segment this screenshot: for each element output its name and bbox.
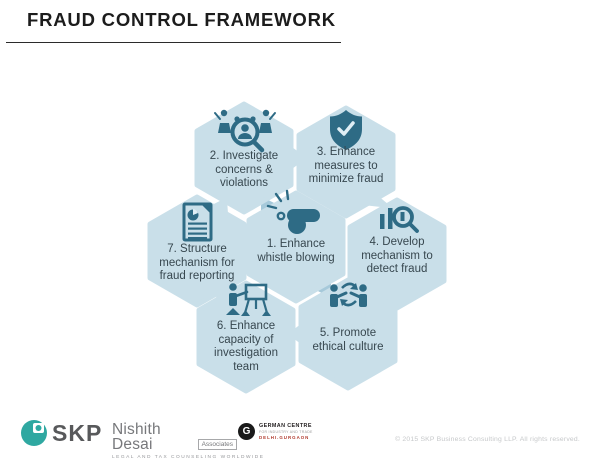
hexagon-7 [147, 194, 247, 308]
skp-logo: SKP [20, 419, 102, 447]
label-line: ethical culture [312, 340, 384, 353]
skp-logo-text: SKP [52, 419, 103, 446]
label-line: capacity of [218, 333, 274, 346]
label-line: mechanism for [159, 256, 235, 269]
nishith-desai-associates: Associates [197, 439, 237, 450]
people-exchange-icon [330, 282, 367, 307]
people-investigation-icon [214, 109, 276, 153]
report-document-icon [182, 202, 213, 242]
german-centre-city: DELHI.GURGAON [259, 435, 310, 440]
label-line: measures to [314, 159, 378, 172]
label-line: 1. Enhance [266, 238, 326, 250]
label-line: fraud reporting [159, 270, 235, 282]
german-centre-name: GERMAN CENTRE [259, 423, 312, 429]
hexagon-1 [246, 190, 346, 304]
label-line: team [233, 360, 259, 373]
hexagon-5-label: 5. Promote ethical culture [293, 327, 403, 354]
hexagon-1-label: 1. Enhance whistle blowing [241, 238, 351, 265]
label-line: 3. Enhance [316, 146, 376, 158]
hexagon-6 [196, 280, 296, 394]
nishith-desai-tagline: LEGAL AND TAX COUNSELING WORLDWIDE [112, 455, 265, 460]
german-centre-subtitle: FOR INDUSTRY AND TRADE [259, 429, 313, 434]
label-line: concerns & [215, 163, 273, 176]
hexagon-3-label: 3. Enhance measures to minimize fraud [291, 146, 401, 187]
page-title: FRAUD CONTROL FRAMEWORK [27, 9, 336, 30]
hexagon-6-label: 6. Enhance capacity of investigation tea… [191, 320, 301, 374]
skp-logo-icon [21, 420, 47, 446]
title-underline [6, 42, 341, 43]
label-line: 7. Structure [167, 243, 227, 255]
label-line: violations [220, 177, 268, 189]
hexagon-3 [296, 105, 396, 219]
label-line: detect fraud [366, 263, 428, 275]
label-line: mechanism to [361, 249, 433, 262]
presenter-easel-icon [226, 283, 271, 316]
german-centre-icon: G [238, 423, 255, 440]
chart-magnifier-icon [380, 206, 419, 233]
copyright-text: © 2015 SKP Business Consulting LLP. All … [395, 436, 580, 443]
hexagon-7-label: 7. Structure mechanism for fraud reporti… [142, 243, 252, 284]
label-line: minimize fraud [308, 173, 384, 185]
label-line: 6. Enhance [216, 320, 276, 332]
label-line: 2. Investigate [209, 150, 279, 162]
german-centre-logo: G GERMAN CENTRE FOR INDUSTRY AND TRADE D… [238, 423, 313, 440]
label-line: 5. Promote [319, 327, 377, 339]
label-line: whistle blowing [257, 251, 335, 264]
shield-check-icon [330, 110, 362, 150]
nishith-desai-logo: Nishith Desai Associates LEGAL AND TAX C… [112, 421, 265, 460]
nishith-desai-name: Nishith Desai [112, 421, 161, 453]
hexagon-4-label: 4. Develop mechanism to detect fraud [342, 236, 452, 277]
whistle-icon [266, 189, 320, 234]
hexagon-5 [298, 277, 398, 391]
hexagon-2-label: 2. Investigate concerns & violations [189, 150, 299, 191]
label-line: 4. Develop [369, 236, 425, 248]
footer: SKP Nishith Desai Associates LEGAL AND T… [0, 414, 606, 460]
label-line: investigation [214, 347, 278, 359]
